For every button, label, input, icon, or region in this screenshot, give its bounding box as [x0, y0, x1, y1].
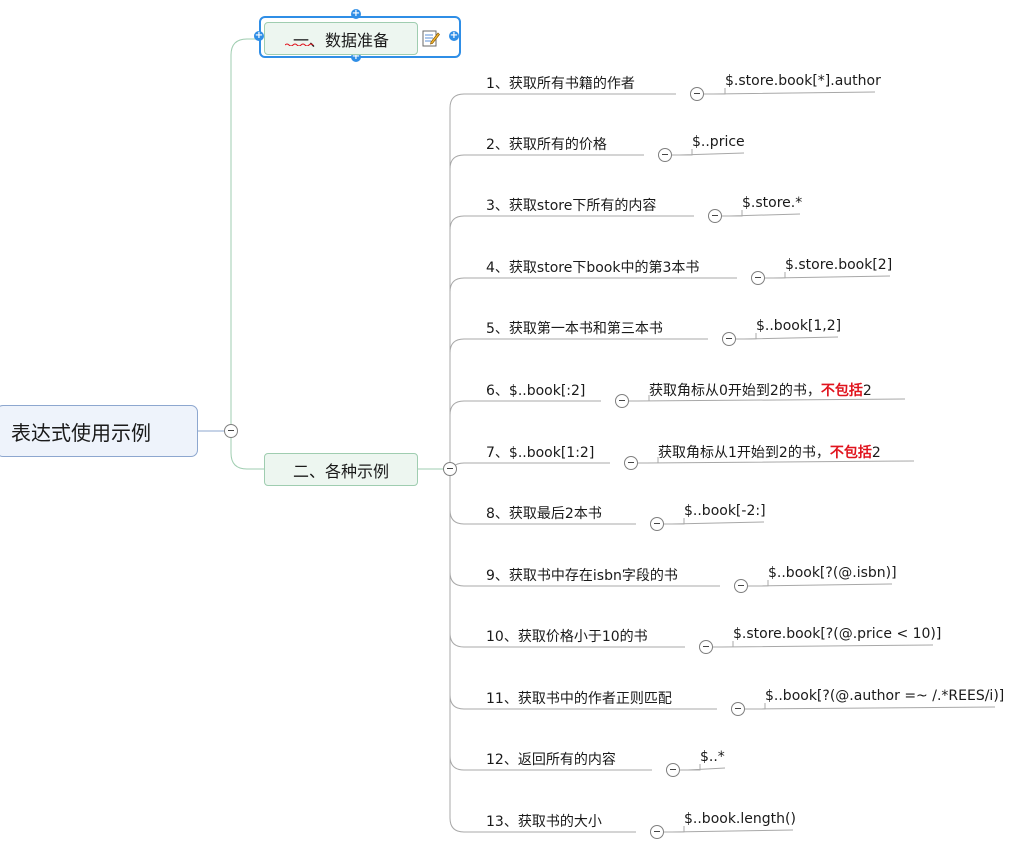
- example-collapse-button[interactable]: [734, 579, 748, 593]
- example-expression[interactable]: $.store.book[*].author: [725, 73, 881, 89]
- branch-connector: [230, 38, 264, 424]
- example-connector: [449, 93, 676, 469]
- example-expression[interactable]: $.store.book[?(@.price < 10)]: [733, 626, 941, 642]
- root-collapse-button[interactable]: [224, 424, 238, 438]
- expression-text: $.store.book[*].author: [725, 73, 881, 89]
- expression-text: $..book[-2:]: [684, 503, 766, 519]
- example-label[interactable]: 13、获取书的大小: [486, 814, 602, 830]
- branch-connector: [230, 438, 264, 470]
- value-underline: [672, 149, 745, 156]
- value-underline: [629, 395, 906, 402]
- example-collapse-button[interactable]: [624, 456, 638, 470]
- value-underline: [722, 210, 801, 217]
- root-topic[interactable]: 表达式使用示例: [0, 405, 198, 457]
- suffix-text: 2: [862, 383, 872, 399]
- example-connector: [449, 469, 636, 833]
- example-label[interactable]: 2、获取所有的价格: [486, 137, 607, 153]
- value-underline: [664, 518, 765, 525]
- example-collapse-button[interactable]: [615, 394, 629, 408]
- example-expression[interactable]: $..price: [692, 134, 745, 150]
- example-label[interactable]: 3、获取store下所有的内容: [486, 198, 657, 214]
- expression-text: 获取角标从0开始到2的书，: [649, 383, 821, 399]
- example-connector: [449, 215, 694, 469]
- example-collapse-button[interactable]: [722, 332, 736, 346]
- value-underline: [680, 764, 726, 771]
- resize-handle-top[interactable]: +: [351, 8, 361, 19]
- example-expression[interactable]: $..book.length(): [684, 811, 796, 827]
- resize-handle-right[interactable]: +: [449, 30, 459, 41]
- example-collapse-button[interactable]: [650, 825, 664, 839]
- expression-text: $..book[?(@.isbn)]: [768, 565, 897, 581]
- value-underline: [748, 580, 893, 587]
- expression-text: $..book.length(): [684, 811, 796, 827]
- value-underline: [713, 641, 934, 648]
- value-underline: [638, 457, 915, 464]
- example-expression[interactable]: $..book[?(@.isbn)]: [768, 565, 897, 581]
- example-label[interactable]: 8、获取最后2本书: [486, 506, 602, 522]
- example-connector: [449, 338, 708, 469]
- expression-text: $..*: [700, 749, 725, 765]
- value-underline: [704, 88, 876, 95]
- example-expression[interactable]: 获取角标从0开始到2的书，不包括2: [649, 380, 872, 400]
- example-connector: [449, 400, 601, 469]
- example-label[interactable]: 5、获取第一本书和第三本书: [486, 321, 663, 337]
- branch-data-preparation[interactable]: 一、数据准备: [264, 22, 418, 55]
- example-collapse-button[interactable]: [690, 87, 704, 101]
- example-expression[interactable]: $.store.book[2]: [785, 257, 892, 273]
- example-expression[interactable]: $..book[1,2]: [756, 318, 841, 334]
- resize-handle-bottom[interactable]: +: [351, 51, 361, 62]
- example-label[interactable]: 10、获取价格小于10的书: [486, 629, 648, 645]
- example-label[interactable]: 12、返回所有的内容: [486, 752, 616, 768]
- emphasis-text: 不包括: [829, 445, 872, 461]
- root-topic-label: 表达式使用示例: [11, 420, 151, 445]
- expression-text: $.store.book[2]: [785, 257, 893, 273]
- example-expression[interactable]: $..*: [700, 749, 725, 765]
- example-connector: [449, 469, 685, 648]
- example-label[interactable]: 1、获取所有书籍的作者: [486, 76, 635, 92]
- example-expression[interactable]: 获取角标从1开始到2的书，不包括2: [658, 442, 881, 462]
- branch-label: 一、数据准备: [292, 30, 389, 50]
- example-collapse-button[interactable]: [699, 640, 713, 654]
- expression-text: 获取角标从1开始到2的书，: [658, 445, 830, 461]
- value-underline: [745, 703, 996, 710]
- value-underline: [736, 333, 839, 340]
- branch-label: 二、各种示例: [292, 461, 389, 481]
- expression-text: $..book[?(@.author =~ /.*REES/i)]: [765, 688, 1005, 704]
- example-expression[interactable]: $..book[?(@.author =~ /.*REES/i)]: [765, 688, 1004, 704]
- example-collapse-button[interactable]: [731, 702, 745, 716]
- spellcheck-underline: [285, 43, 314, 46]
- suffix-text: 2: [871, 445, 881, 461]
- emphasis-text: 不包括: [820, 383, 863, 399]
- example-collapse-button[interactable]: [658, 148, 672, 162]
- value-underline: [765, 272, 891, 279]
- example-label[interactable]: 7、$..book[1:2]: [486, 445, 595, 461]
- example-collapse-button[interactable]: [650, 517, 664, 531]
- expression-text: $.store.*: [742, 195, 803, 211]
- resize-handle-left[interactable]: +: [254, 30, 264, 41]
- example-connector: [449, 277, 737, 469]
- example-expression[interactable]: $..book[-2:]: [684, 503, 766, 519]
- example-label[interactable]: 9、获取书中存在isbn字段的书: [486, 568, 678, 584]
- branch-examples[interactable]: 二、各种示例: [264, 453, 418, 486]
- expression-text: $..book[1,2]: [756, 318, 842, 334]
- example-connector: [449, 462, 610, 478]
- example-collapse-button[interactable]: [751, 271, 765, 285]
- example-label[interactable]: 6、$..book[:2]: [486, 383, 586, 399]
- example-collapse-button[interactable]: [708, 209, 722, 223]
- expression-text: $.store.book[?(@.price < 10)]: [733, 626, 942, 642]
- example-label[interactable]: 4、获取store下book中的第3本书: [486, 260, 700, 276]
- example-connector: [449, 154, 644, 469]
- value-underline: [664, 826, 794, 833]
- example-expression[interactable]: $.store.*: [742, 195, 802, 211]
- example-collapse-button[interactable]: [666, 763, 680, 777]
- expression-text: $..price: [692, 134, 745, 150]
- note-icon[interactable]: [422, 29, 440, 47]
- branch-collapse-button[interactable]: [443, 462, 457, 476]
- example-label[interactable]: 11、获取书中的作者正则匹配: [486, 691, 672, 707]
